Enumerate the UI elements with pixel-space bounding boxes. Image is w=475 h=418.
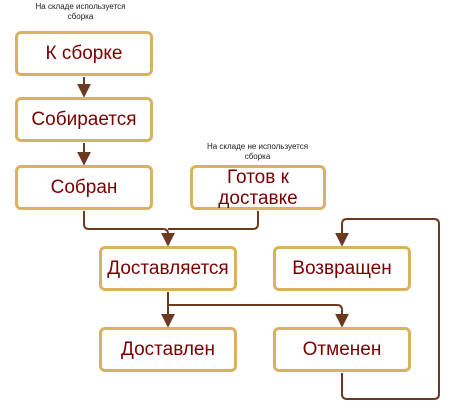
note-warehouse-assembly-not-used: На складе не используется сборка — [190, 142, 325, 162]
edge-assembled-to-delivering — [83, 211, 175, 247]
edge-ready-to-delivering — [168, 211, 259, 230]
node-label: Возвращен — [292, 258, 392, 279]
node-label: Доставлен — [120, 339, 215, 360]
edge-cancelled-to-returned — [335, 218, 440, 400]
node-label: Собран — [50, 177, 118, 198]
note-line-1: На складе не используется — [206, 142, 309, 151]
note-line-2: сборка — [244, 152, 271, 161]
note-warehouse-assembly-used: На складе используется сборка — [8, 2, 153, 22]
node-cancelled[interactable]: Отменен — [273, 327, 411, 372]
node-assembled[interactable]: Собран — [15, 165, 153, 210]
node-to-assembly[interactable]: К сборке — [15, 31, 153, 76]
note-line-2: сборка — [67, 12, 94, 21]
edge-delivering-to-cancelled — [168, 304, 349, 328]
node-delivered[interactable]: Доставлен — [99, 327, 237, 372]
node-label: Отменен — [302, 339, 382, 360]
node-delivering[interactable]: Доставляется — [99, 246, 237, 291]
node-ready-for-delivery[interactable]: Готов к доставке — [190, 165, 326, 210]
note-line-1: На складе используется — [35, 2, 126, 11]
node-assembling[interactable]: Собирается — [15, 97, 153, 142]
node-returned[interactable]: Возвращен — [273, 246, 411, 291]
node-label: Собирается — [31, 109, 137, 130]
node-label: Готов к доставке — [218, 166, 298, 209]
node-label: Доставляется — [107, 258, 229, 279]
node-label: К сборке — [45, 43, 123, 64]
